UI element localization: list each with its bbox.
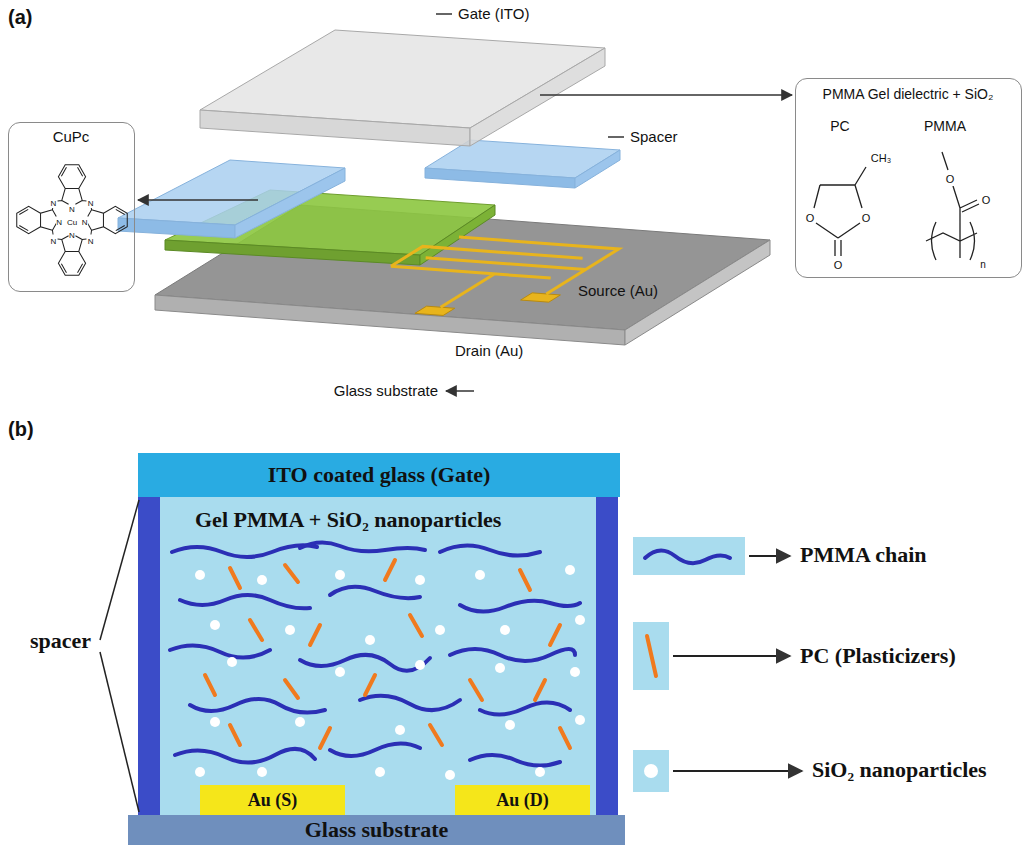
atom-label-holder: Cu xyxy=(67,211,77,229)
gold-electrodes xyxy=(326,236,633,321)
atom-label: N xyxy=(50,199,56,208)
node-text: ITO coated glass (Gate) xyxy=(268,462,491,487)
atom-label-holder: N xyxy=(88,230,94,248)
atom-label: N xyxy=(88,199,94,208)
node-text-holder: ITO coated glass (Gate) xyxy=(268,462,491,487)
part-label-holder: Gate (ITO) xyxy=(458,5,529,23)
gel-fill xyxy=(138,497,618,815)
gate-slab xyxy=(200,30,605,146)
node-text: Au (D) xyxy=(496,790,549,811)
legend-text-holder: PMMA chain xyxy=(800,542,927,567)
electrode-pad: Au (D) xyxy=(455,785,590,815)
part-label: Source (Au) xyxy=(578,282,658,299)
part-label-holder: Glass substrate xyxy=(334,382,438,400)
pmma-chains xyxy=(170,542,580,765)
cupc-structure xyxy=(17,165,128,276)
pmma-structure xyxy=(926,152,979,260)
gel-region: Gel PMMA + SiO₂ nanoparticles Au (S) Au (D… xyxy=(160,497,596,815)
structure-box: PMMA Gel dielectric + SiO₂ PC PMMA xyxy=(795,78,1022,278)
atom-label: N xyxy=(88,237,94,246)
part-label-holder: Source (Au) xyxy=(578,282,658,300)
panel-label-holder: (a) xyxy=(8,6,32,29)
legend-samples xyxy=(633,537,802,792)
atom-label: N xyxy=(69,205,75,214)
atom-label-holder: N xyxy=(69,198,75,216)
atom-label: O xyxy=(946,173,955,186)
legend-text: PMMA chain xyxy=(800,542,927,567)
substrate-band: Glass substrate xyxy=(128,815,625,845)
pc-structure xyxy=(814,167,866,256)
part-label: Spacer xyxy=(630,128,678,145)
atom-label-holder: CH₃ xyxy=(871,148,891,166)
atom-label: N xyxy=(69,231,75,240)
spacer-slabs xyxy=(118,140,620,238)
atom-label-holder: N xyxy=(50,192,56,210)
atom-label: N xyxy=(82,218,88,227)
node-text-holder: CuPc xyxy=(53,128,90,146)
node-text-holder: PC xyxy=(830,117,849,135)
electrode-pad: Au (S) xyxy=(200,785,345,815)
legend-text: SiO₂ nanoparticles xyxy=(812,757,987,782)
legend-text-holder: SiO₂ nanoparticles xyxy=(812,757,987,782)
atom-label: n xyxy=(980,259,986,271)
atom-label-holder: O xyxy=(806,208,815,226)
part-label: spacer xyxy=(30,628,91,653)
node-text-holder: Glass substrate xyxy=(305,817,449,842)
legend-text-holder: PC (Plasticizers) xyxy=(800,643,956,668)
part-label-holder: Drain (Au) xyxy=(455,342,523,360)
atom-label-holder: N xyxy=(82,211,88,229)
legend-text: PC (Plasticizers) xyxy=(800,643,956,668)
node-text: PMMA xyxy=(924,118,966,134)
atom-label-holder: O xyxy=(834,255,843,273)
atom-label: N xyxy=(56,218,62,227)
atom-label: Cu xyxy=(67,218,77,227)
node-text-holder: PMMA Gel dielectric + SiO₂ xyxy=(823,85,994,103)
atom-label: O xyxy=(982,194,991,207)
part-label: Glass substrate xyxy=(334,382,438,399)
node-text: PC xyxy=(830,118,849,134)
atom-label: O xyxy=(862,212,871,225)
node-text-holder: Gel PMMA + SiO₂ nanoparticles xyxy=(195,507,501,532)
atom-label: N xyxy=(50,237,56,246)
node-text: Gel PMMA + SiO₂ nanoparticles xyxy=(195,507,501,532)
atom-label-holder: N xyxy=(50,230,56,248)
panel-label-holder: (b) xyxy=(8,418,34,441)
atom-label-holder: O xyxy=(946,169,955,187)
atom-label: CH₃ xyxy=(871,152,891,165)
part-label-holder: spacer xyxy=(30,628,91,653)
node-text: PMMA Gel dielectric + SiO₂ xyxy=(823,86,994,102)
atom-label-holder: n xyxy=(980,254,986,272)
node-text-holder: PMMA xyxy=(924,117,966,135)
atom-label-holder: O xyxy=(982,190,991,208)
panel-label: (b) xyxy=(8,418,34,441)
pc-plasticizers xyxy=(205,560,570,748)
node-text: Glass substrate xyxy=(305,817,449,842)
atom-label-holder: N xyxy=(88,192,94,210)
atom-label: O xyxy=(806,212,815,225)
leader-lines xyxy=(138,14,792,391)
part-label: Drain (Au) xyxy=(455,342,523,359)
node-text: CuPc xyxy=(53,128,90,145)
gate-band: ITO coated glass (Gate) xyxy=(138,453,620,497)
sio2-nanoparticles xyxy=(195,565,585,780)
part-label: Gate (ITO) xyxy=(458,5,529,22)
node-text-holder: Au (S) xyxy=(248,790,298,811)
panel-label: (a) xyxy=(8,6,32,29)
part-label-holder: Spacer xyxy=(630,128,678,146)
atom-label: O xyxy=(834,259,843,272)
node-text-holder: Au (D) xyxy=(496,790,549,811)
spacer-leaders xyxy=(100,500,139,812)
node-text: Au (S) xyxy=(248,790,298,811)
atom-label-holder: O xyxy=(862,208,871,226)
atom-label-holder: N xyxy=(56,211,62,229)
